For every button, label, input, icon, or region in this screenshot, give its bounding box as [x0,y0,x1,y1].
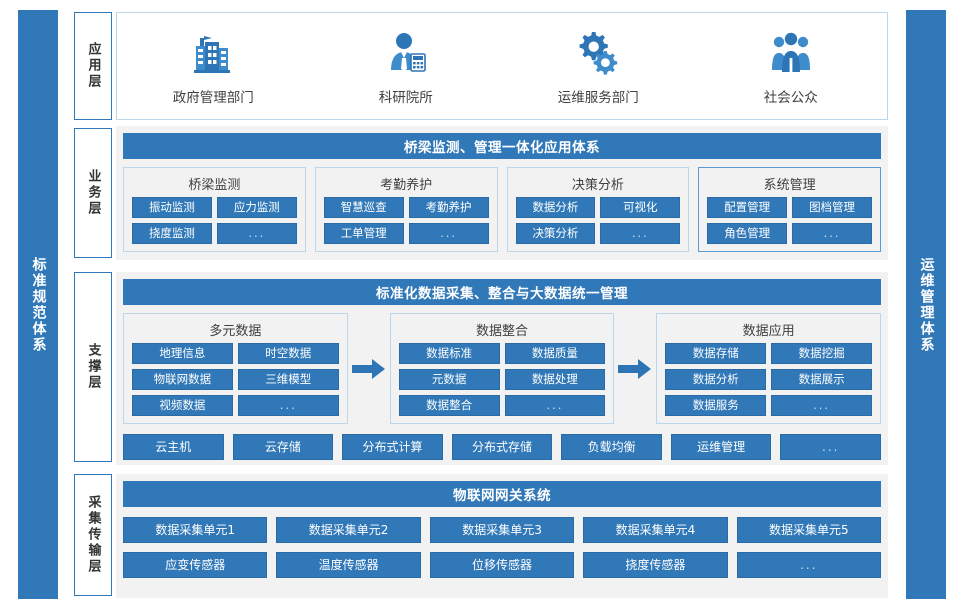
chip-item[interactable]: 考勤养护 [408,197,489,218]
sensor-item-more[interactable]: ... [736,552,882,578]
infrastructure-row: 云主机 云存储 分布式计算 分布式存储 负载均衡 运维管理 ... [123,434,882,460]
chip-item-more[interactable]: ... [771,395,873,416]
infrastructure-item[interactable]: 运维管理 [670,434,772,460]
chip-item[interactable]: 角色管理 [707,223,788,244]
chip-item[interactable]: 应力监测 [216,197,297,218]
application-layer-panel: 政府管理部门 [116,12,888,120]
chip-item[interactable]: 工单管理 [323,223,404,244]
people-group-icon [764,26,818,80]
business-banner: 桥梁监测、管理一体化应用体系 [123,133,881,159]
collection-unit-item[interactable]: 数据采集单元4 [583,517,728,543]
chip-item[interactable]: 图档管理 [792,197,872,218]
infrastructure-item[interactable]: 云存储 [232,434,334,460]
collection-unit-item[interactable]: 数据采集单元2 [276,517,421,543]
infrastructure-item-more[interactable]: ... [780,434,882,460]
infrastructure-item[interactable]: 分布式计算 [342,434,443,460]
chip-item[interactable]: 时空数据 [237,343,339,364]
business-group-bridge-monitoring: 桥梁监测 振动监测 应力监测 挠度监测 ... [123,167,306,252]
collection-banner: 物联网网关系统 [123,481,881,507]
chip-item[interactable]: 数据存储 [665,343,767,364]
business-group-decision-analysis: 决策分析 数据分析 可视化 决策分析 ... [506,167,690,252]
business-group-attendance-maintenance: 考勤养护 智慧巡查 考勤养护 工单管理 ... [314,167,498,252]
sensor-item[interactable]: 位移传感器 [429,552,575,578]
application-item-research[interactable]: 科研院所 [310,26,503,106]
application-item-label: 科研院所 [378,90,433,106]
sensors-row: 应变传感器 温度传感器 位移传感器 挠度传感器 ... [123,552,882,578]
infrastructure-item[interactable]: 负载均衡 [561,434,662,460]
collection-unit-item[interactable]: 数据采集单元5 [736,517,882,543]
layer-tab-business: 业务层 [74,128,112,258]
sensor-item[interactable]: 挠度传感器 [583,552,728,578]
support-group-data-application: 数据应用 数据存储 数据挖掘 数据分析 数据展示 数据服务 ... [656,313,882,424]
arrow-right-icon [614,358,656,380]
collection-unit-item[interactable]: 数据采集单元3 [429,517,575,543]
business-group-system-management: 系统管理 配置管理 图档管理 角色管理 ... [698,167,881,252]
chip-item[interactable]: 振动监测 [132,197,212,218]
application-item-government[interactable]: 政府管理部门 [117,26,310,106]
group-title: 数据应用 [742,324,795,339]
chip-item-more[interactable]: ... [216,223,297,244]
chip-item[interactable]: 决策分析 [515,223,596,244]
application-item-label: 社会公众 [763,90,818,106]
researcher-icon [379,26,433,80]
collection-unit-item[interactable]: 数据采集单元1 [123,517,268,543]
chip-item[interactable]: 挠度监测 [132,223,212,244]
chip-item-more[interactable]: ... [408,223,489,244]
layer-tab-application: 应用层 [74,12,112,120]
chip-item[interactable]: 数据服务 [665,395,767,416]
layer-tab-collection: 采集传输层 [74,474,112,596]
arrow-right-icon [348,358,390,380]
left-vertical-bar-standards: 标准规范体系 [18,10,58,599]
chip-item[interactable]: 地理信息 [132,343,233,364]
chip-item[interactable]: 物联网数据 [132,369,233,390]
group-title: 桥梁监测 [188,178,241,193]
group-title: 数据整合 [476,324,529,339]
business-layer-panel: 桥梁监测、管理一体化应用体系 桥梁监测 振动监测 应力监测 挠度监测 ... 考… [116,126,888,260]
chip-item[interactable]: 数据展示 [771,369,873,390]
chip-item[interactable]: 元数据 [398,369,500,390]
group-title: 多元数据 [209,324,262,339]
support-banner: 标准化数据采集、整合与大数据统一管理 [123,279,881,305]
chip-item[interactable]: 数据质量 [504,343,606,364]
chip-item-more[interactable]: ... [237,395,339,416]
sensor-item[interactable]: 应变传感器 [123,552,268,578]
application-item-operations[interactable]: 运维服务部门 [502,26,695,106]
support-group-multi-source-data: 多元数据 地理信息 时空数据 物联网数据 三维模型 视频数据 ... [123,313,348,424]
chip-item[interactable]: 数据分析 [515,197,596,218]
group-title: 决策分析 [571,178,624,193]
chip-item[interactable]: 三维模型 [237,369,339,390]
chip-item[interactable]: 数据处理 [504,369,606,390]
chip-item-more[interactable]: ... [600,223,681,244]
layer-tab-support: 支撑层 [74,272,112,462]
chip-item[interactable]: 可视化 [600,197,681,218]
application-item-public[interactable]: 社会公众 [695,26,888,106]
group-title: 系统管理 [763,178,816,193]
chip-item-more[interactable]: ... [792,223,872,244]
chip-item[interactable]: 数据标准 [398,343,500,364]
collection-units-row: 数据采集单元1 数据采集单元2 数据采集单元3 数据采集单元4 数据采集单元5 [123,517,882,543]
collection-layer-panel: 物联网网关系统 数据采集单元1 数据采集单元2 数据采集单元3 数据采集单元4 … [116,474,888,598]
gears-icon [571,26,625,80]
chip-item[interactable]: 配置管理 [707,197,788,218]
sensor-item[interactable]: 温度传感器 [276,552,421,578]
application-item-label: 政府管理部门 [172,90,254,106]
chip-item-more[interactable]: ... [504,395,606,416]
infrastructure-item[interactable]: 分布式存储 [451,434,553,460]
chip-item[interactable]: 智慧巡查 [323,197,404,218]
chip-item[interactable]: 数据整合 [398,395,500,416]
application-item-label: 运维服务部门 [557,90,639,106]
group-title: 考勤养护 [380,178,433,193]
building-icon [186,26,240,80]
chip-item[interactable]: 数据分析 [665,369,767,390]
support-group-data-integration: 数据整合 数据标准 数据质量 元数据 数据处理 数据整合 ... [389,313,615,424]
infrastructure-item[interactable]: 云主机 [123,434,224,460]
right-vertical-bar-operations: 运维管理体系 [906,10,946,599]
chip-item[interactable]: 数据挖掘 [771,343,873,364]
chip-item[interactable]: 视频数据 [132,395,233,416]
support-layer-panel: 标准化数据采集、整合与大数据统一管理 多元数据 地理信息 时空数据 物联网数据 … [116,272,888,465]
